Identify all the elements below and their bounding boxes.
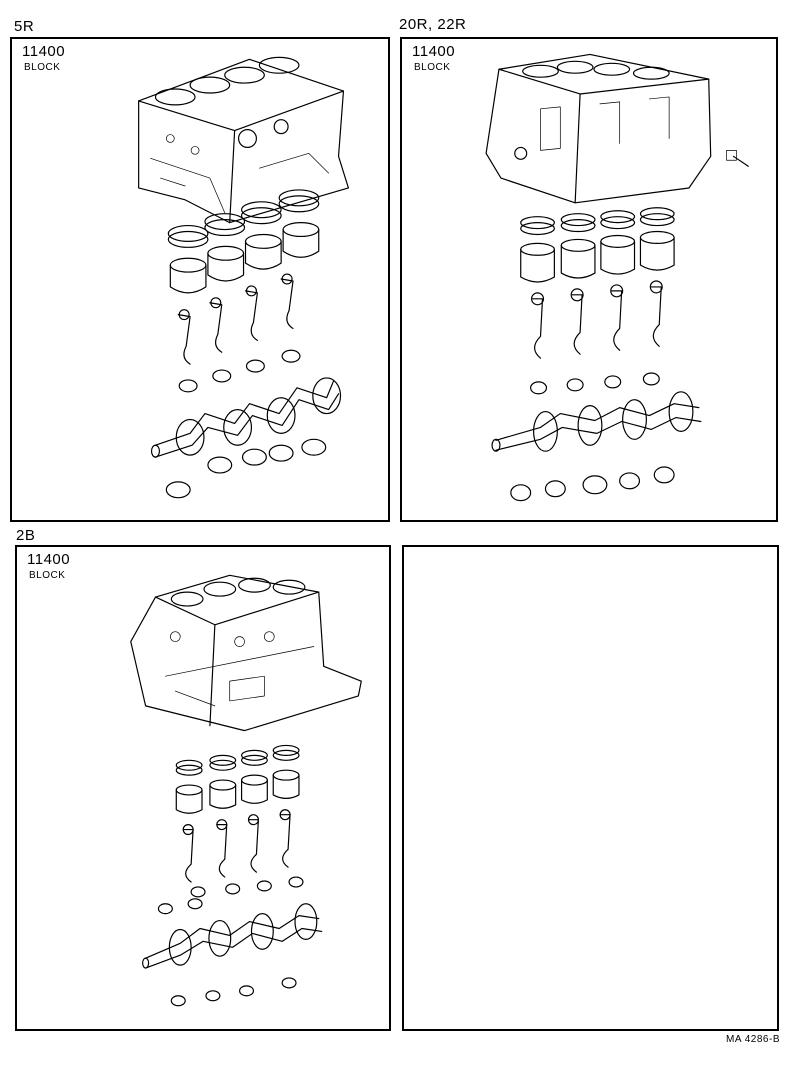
crankshaft-drawing xyxy=(142,898,323,969)
exploded-view-2b xyxy=(130,574,362,1007)
piston-rings-drawing xyxy=(167,189,320,248)
piston-rings-drawing xyxy=(175,744,300,776)
crankshaft-drawing xyxy=(150,377,342,458)
connecting-rods-drawing xyxy=(531,280,663,359)
pistons-drawing xyxy=(520,230,675,283)
part-name: BLOCK xyxy=(414,62,451,73)
connecting-rods-drawing xyxy=(177,273,294,365)
cylinder-block-drawing xyxy=(485,53,749,204)
exploded-view-5r xyxy=(138,56,350,499)
part-code: 11400 xyxy=(412,43,456,60)
cylinder-block-drawing xyxy=(130,574,362,732)
panel-empty xyxy=(402,545,779,1031)
pistons-drawing xyxy=(175,769,300,814)
cylinder-block-drawing xyxy=(138,56,350,224)
part-name: BLOCK xyxy=(24,62,61,73)
pistons-drawing xyxy=(169,222,320,294)
main-bearings-drawing xyxy=(510,466,675,502)
part-name: BLOCK xyxy=(29,570,66,581)
rod-bearings-drawing xyxy=(530,372,660,395)
section-label-2b: 2B xyxy=(16,527,36,544)
main-bearings-drawing xyxy=(170,977,297,1007)
drawing-reference-number: MA 4286-B xyxy=(726,1034,780,1045)
section-label-20r-22r: 20R, 22R xyxy=(399,16,467,33)
section-label-5r: 5R xyxy=(14,18,35,35)
connecting-rods-drawing xyxy=(182,809,291,883)
rod-bearings-drawing xyxy=(178,349,301,393)
rod-bearings-drawing xyxy=(190,876,304,898)
panel-5r-block: 11400 BLOCK xyxy=(10,37,390,522)
part-code: 11400 xyxy=(27,551,71,568)
part-code: 11400 xyxy=(22,43,66,60)
crankshaft-drawing xyxy=(491,391,702,452)
main-bearings-drawing xyxy=(165,438,327,499)
piston-rings-drawing xyxy=(520,207,675,236)
panel-20r-22r-block: 11400 BLOCK xyxy=(400,37,778,522)
exploded-view-20r-22r xyxy=(485,53,749,502)
panel-2b-block: 11400 BLOCK xyxy=(15,545,391,1031)
